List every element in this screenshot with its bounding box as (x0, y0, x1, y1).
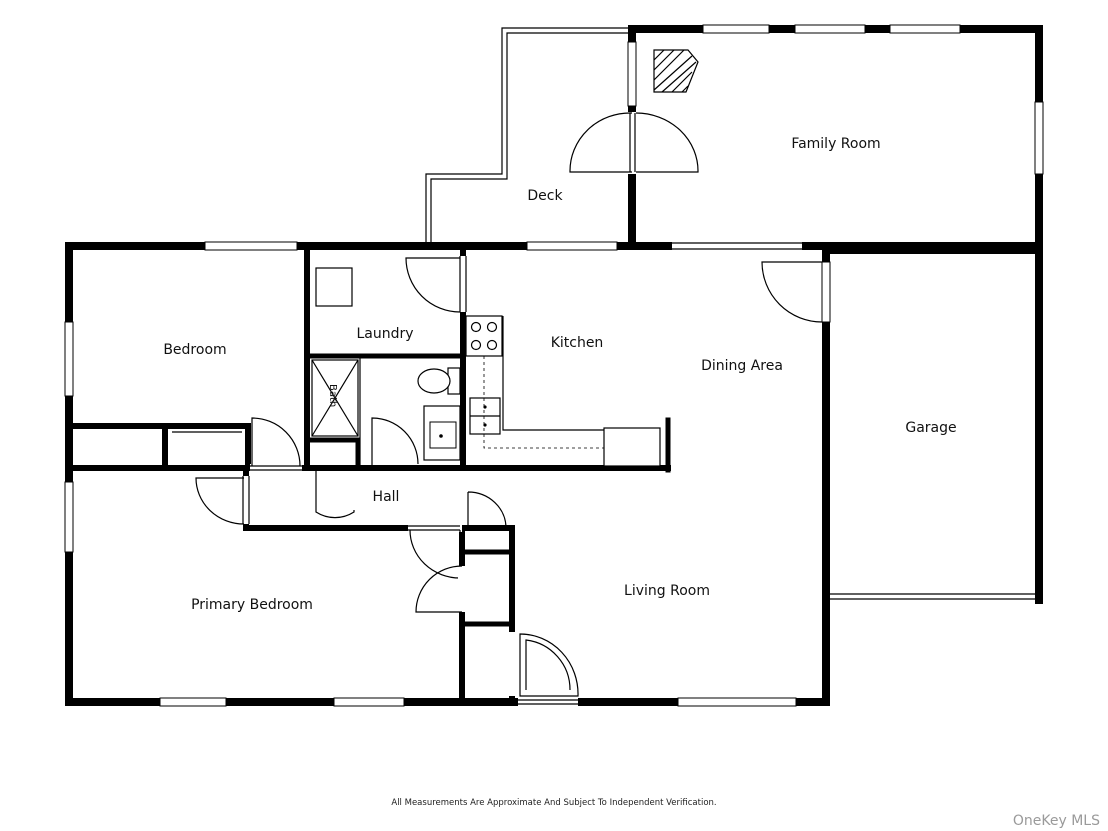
room-label-living-room: Living Room (624, 583, 710, 599)
closet-doors (76, 427, 242, 471)
toilet-icon (417, 367, 461, 395)
garage-walls (761, 246, 1043, 604)
room-label-dining-area: Dining Area (701, 358, 783, 374)
disclaimer-text: All Measurements Are Approximate And Sub… (391, 798, 716, 808)
room-label-primary-bedroom: Primary Bedroom (191, 597, 313, 613)
interior-walls (66, 247, 671, 705)
french-door-deck (569, 112, 699, 174)
kitchen-counter (465, 315, 661, 467)
room-label-bedroom: Bedroom (163, 342, 226, 358)
main-house-walls (65, 242, 830, 706)
room-label-bath: Bath (327, 384, 338, 407)
room-label-hall: Hall (373, 489, 400, 505)
room-label-laundry: Laundry (356, 326, 413, 342)
sink-icon (423, 405, 461, 461)
deck-outline (425, 27, 630, 246)
shower-icon (311, 359, 359, 437)
room-label-family-room: Family Room (791, 136, 880, 152)
fireplace-icon (653, 49, 699, 93)
room-label-kitchen: Kitchen (551, 335, 604, 351)
room-label-garage: Garage (905, 420, 956, 436)
watermark-logo: OneKey MLS (1013, 813, 1100, 829)
room-label-deck: Deck (527, 188, 563, 204)
washer-icon (315, 267, 353, 307)
